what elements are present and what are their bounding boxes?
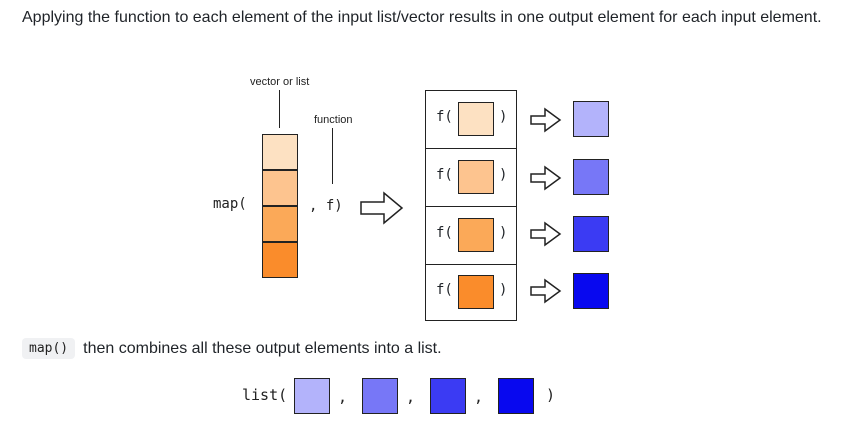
apply-input-swatch-4 [458, 275, 494, 309]
apply-close: ) [499, 167, 508, 183]
result-arrow-icon [530, 221, 562, 247]
output-element-2 [573, 159, 609, 195]
input-element-1 [262, 134, 298, 170]
apply-input-swatch-1 [458, 102, 494, 136]
apply-f-open: f( [436, 167, 453, 183]
map-arrow-icon [360, 190, 404, 226]
apply-row-4: f( ) [425, 264, 517, 321]
function-pointer-line [332, 128, 333, 184]
input-element-4 [262, 242, 298, 278]
apply-row-3: f( ) [425, 206, 517, 265]
result-arrow-icon [530, 278, 562, 304]
vector-pointer-line [279, 90, 280, 128]
input-element-3 [262, 206, 298, 242]
list-close-code: ) [546, 386, 556, 404]
list-element-2 [362, 378, 398, 414]
map-open-code: map( [213, 196, 247, 212]
combine-sentence: map() then combines all these output ele… [22, 338, 442, 359]
input-element-2 [262, 170, 298, 206]
map-inline-code: map() [22, 338, 76, 359]
apply-row-1: f( ) [425, 90, 517, 149]
vector-or-list-label: vector or list [250, 76, 310, 88]
apply-f-open: f( [436, 109, 453, 125]
apply-f-open: f( [436, 225, 453, 241]
combine-text: then combines all these output elements … [83, 339, 442, 357]
list-separator: , [338, 388, 348, 406]
result-arrow-icon [530, 107, 562, 133]
list-element-4 [498, 378, 534, 414]
apply-input-swatch-2 [458, 160, 494, 194]
list-element-3 [430, 378, 466, 414]
output-element-1 [573, 101, 609, 137]
list-separator: , [474, 388, 484, 406]
result-arrow-icon [530, 165, 562, 191]
f-close-code: , f) [309, 198, 343, 214]
apply-close: ) [499, 282, 508, 298]
list-element-1 [294, 378, 330, 414]
apply-close: ) [499, 109, 508, 125]
output-element-4 [573, 273, 609, 309]
list-open-code: list( [242, 386, 288, 404]
apply-close: ) [499, 225, 508, 241]
list-separator: , [406, 388, 416, 406]
apply-input-swatch-3 [458, 218, 494, 252]
function-label: function [314, 114, 353, 126]
apply-f-open: f( [436, 282, 453, 298]
output-element-3 [573, 216, 609, 252]
apply-row-2: f( ) [425, 148, 517, 207]
intro-paragraph: Applying the function to each element of… [22, 9, 822, 26]
